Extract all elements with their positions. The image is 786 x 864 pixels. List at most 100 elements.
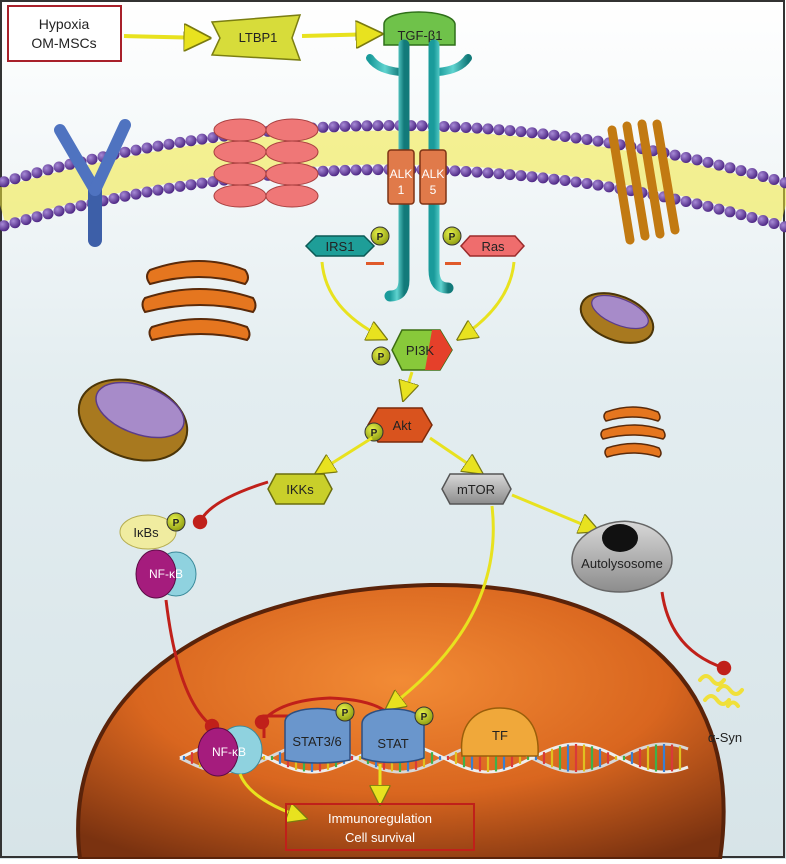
ras-label: Ras xyxy=(481,239,505,254)
lipid-head xyxy=(593,180,604,191)
lipid-head xyxy=(494,124,505,135)
lipid-head xyxy=(43,208,54,219)
lipid-head xyxy=(725,162,736,173)
golgi-apparatus-small xyxy=(601,407,665,457)
lipid-head xyxy=(571,133,582,144)
lipid-head xyxy=(758,215,769,226)
lipid-head xyxy=(549,174,560,185)
lipid-head xyxy=(373,120,384,131)
lipid-head xyxy=(703,157,714,168)
lipid-head xyxy=(351,165,362,176)
ltbp1-label: LTBP1 xyxy=(239,30,278,45)
stat36-phospho-label: P xyxy=(342,708,349,719)
lipid-head xyxy=(340,165,351,176)
lipid-head xyxy=(692,154,703,165)
ikbs-label: IκBs xyxy=(133,525,159,540)
alpha-synuclein-label: α-Syn xyxy=(708,730,742,745)
lipid-head xyxy=(76,200,87,211)
lipid-head xyxy=(736,209,747,220)
hypoxia-omscs-box: Hypoxia OM-MSCs xyxy=(8,6,121,61)
ikbs-phospho-label: P xyxy=(173,518,180,529)
lipid-head xyxy=(142,143,153,154)
alk5-node: ALK 5 xyxy=(420,150,446,204)
lipid-head xyxy=(505,169,516,180)
lipid-head xyxy=(384,120,395,131)
lipid-head xyxy=(714,204,725,215)
alk5-label-top: ALK xyxy=(422,167,445,181)
lipid-head xyxy=(747,168,758,179)
lipid-head xyxy=(769,174,780,185)
lipid-head xyxy=(461,122,472,133)
pi3k-node: PI3K xyxy=(392,330,452,370)
pi3k-phospho-label: P xyxy=(378,352,385,363)
lipid-head xyxy=(373,164,384,175)
lipid-head xyxy=(164,139,175,150)
lipid-head xyxy=(681,196,692,207)
lipid-head xyxy=(692,198,703,209)
alk5-label-bottom: 5 xyxy=(430,183,437,197)
nfkb-cytoplasm-node: NF-κB xyxy=(136,550,196,598)
arrow-ltbp1-to-tgfb1 xyxy=(302,34,378,36)
lipid-head xyxy=(87,154,98,165)
lipid-head xyxy=(10,217,21,228)
lipid-head xyxy=(472,167,483,178)
golgi-apparatus xyxy=(143,261,256,340)
lipid-head xyxy=(450,121,461,132)
lipid-head xyxy=(164,183,175,194)
akt-phospho-label: P xyxy=(371,428,378,439)
lipid-head xyxy=(197,178,208,189)
lipid-head xyxy=(549,130,560,141)
lipid-head xyxy=(21,170,32,181)
lipid-head xyxy=(120,191,131,202)
alk1-label-top: ALK xyxy=(390,167,413,181)
irs1-phospho-label: P xyxy=(377,232,384,243)
lipid-head xyxy=(153,141,164,152)
stat36-phospho: P xyxy=(336,703,354,721)
lipid-head xyxy=(538,172,549,183)
mtor-node: mTOR xyxy=(442,474,511,504)
lipid-head xyxy=(758,171,769,182)
tf-label: TF xyxy=(492,728,508,743)
lipid-head xyxy=(175,181,186,192)
lipid-head xyxy=(32,167,43,178)
ikks-label: IKKs xyxy=(286,482,314,497)
stat36-label: STAT3/6 xyxy=(292,734,341,749)
lipid-head xyxy=(736,165,747,176)
lipid-head xyxy=(714,160,725,171)
lipid-head xyxy=(417,120,428,131)
lipid-head xyxy=(560,175,571,186)
lipid-head xyxy=(120,147,131,158)
irs1-label: IRS1 xyxy=(326,239,355,254)
lipid-head xyxy=(439,121,450,132)
alk1-node: ALK 1 xyxy=(388,150,414,204)
lipid-head xyxy=(593,136,604,147)
lipid-head xyxy=(472,123,483,134)
lipid-head xyxy=(318,122,329,133)
outcome-cell-survival: Cell survival xyxy=(345,830,415,845)
stat-label: STAT xyxy=(377,736,408,751)
lipid-head xyxy=(461,166,472,177)
ras-phospho: P xyxy=(443,227,461,245)
akt-phospho: P xyxy=(365,423,383,441)
nfkb-cytoplasm-label: NF-κB xyxy=(149,567,183,581)
akt-label: Akt xyxy=(393,418,412,433)
lipid-head xyxy=(769,218,780,229)
alk1-label-bottom: 1 xyxy=(398,183,405,197)
lipid-head xyxy=(186,179,197,190)
nfkb-nucleus-label: NF-κB xyxy=(212,745,246,759)
lipid-head xyxy=(703,201,714,212)
lipid-head xyxy=(516,126,527,137)
ras-phospho-label: P xyxy=(449,232,456,243)
outcome-immunoregulation: Immunoregulation xyxy=(328,811,432,826)
lipid-head xyxy=(54,206,65,217)
lipid-head xyxy=(604,181,615,192)
hypoxia-label: Hypoxia xyxy=(39,16,90,32)
lipid-head xyxy=(747,212,758,223)
lipid-head xyxy=(516,170,527,181)
lipid-head xyxy=(362,120,373,131)
lipid-head xyxy=(362,164,373,175)
lipid-head xyxy=(670,150,681,161)
lipid-head xyxy=(153,185,164,196)
